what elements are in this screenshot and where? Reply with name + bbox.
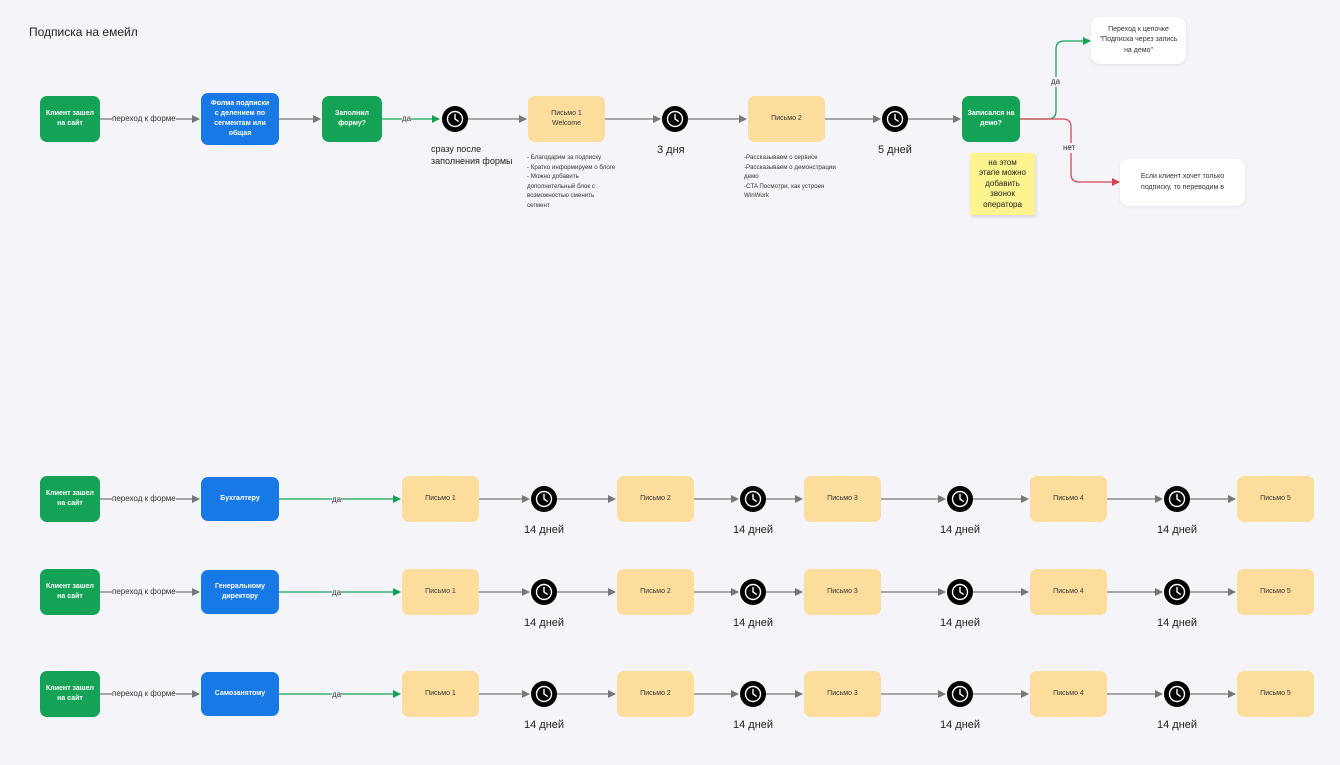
- letter-node[interactable]: Письмо 3: [804, 476, 881, 522]
- no-target-node[interactable]: Если клиент хочет только подписку, то пе…: [1120, 159, 1245, 206]
- letter-node[interactable]: Письмо 2: [617, 671, 694, 717]
- clock-hands: [744, 685, 762, 703]
- letter-1-node[interactable]: Письмо 1 Welcome: [528, 96, 605, 142]
- letter-node[interactable]: Письмо 2: [617, 476, 694, 522]
- clock-hands: [535, 583, 553, 601]
- delay-label: 14 дней: [940, 617, 981, 629]
- edge-label-no-branch: нет: [1063, 143, 1076, 153]
- clock-hands: [446, 110, 464, 128]
- clock-icon: [662, 106, 688, 132]
- letter-node[interactable]: Письмо 1: [402, 671, 479, 717]
- delay-label: 14 дней: [940, 719, 981, 731]
- letter-2-node[interactable]: Письмо 2: [748, 96, 825, 142]
- segment-node[interactable]: Самозанятому: [201, 672, 279, 716]
- clock-hands: [744, 490, 762, 508]
- delay-label: 14 дней: [733, 524, 774, 536]
- clock-icon: [947, 486, 973, 512]
- letter-node[interactable]: Письмо 4: [1030, 671, 1107, 717]
- clock-hands: [951, 490, 969, 508]
- clock-hands: [886, 110, 904, 128]
- clock-icon: [531, 579, 557, 605]
- clock-icon: [947, 579, 973, 605]
- delay-label: 14 дней: [1157, 719, 1198, 731]
- edge-label-yes-branch: да: [1051, 77, 1061, 87]
- letter-node[interactable]: Письмо 2: [617, 569, 694, 615]
- edge-label-to-form: переход к форме: [112, 114, 176, 124]
- letter-node[interactable]: Письмо 4: [1030, 569, 1107, 615]
- delay-label: 14 дней: [733, 719, 774, 731]
- clock-icon: [740, 681, 766, 707]
- clock-icon: [442, 106, 468, 132]
- letter-node[interactable]: Письмо 4: [1030, 476, 1107, 522]
- letter-node[interactable]: Письмо 5: [1237, 476, 1314, 522]
- form-node[interactable]: Фолма подписки с делением по сегментам и…: [201, 93, 279, 145]
- delay-label: 5 дней: [878, 144, 912, 156]
- filled-question-node[interactable]: Заполнил форму?: [322, 96, 382, 142]
- clock-hands: [1168, 583, 1186, 601]
- edge-label-yes: да: [332, 495, 342, 505]
- clock-hands: [951, 583, 969, 601]
- page-title: Подписка на емейл: [29, 25, 138, 39]
- delay-label: 14 дней: [524, 524, 565, 536]
- clock-icon: [1164, 579, 1190, 605]
- clock-icon: [740, 579, 766, 605]
- delay-label: 3 дня: [657, 144, 685, 156]
- letter-node[interactable]: Письмо 1: [402, 476, 479, 522]
- letter-1-notes: - Благодарим за подписку - Кратко информ…: [527, 154, 616, 210]
- letter-node[interactable]: Письмо 1: [402, 569, 479, 615]
- letter-node[interactable]: Письмо 5: [1237, 569, 1314, 615]
- clock-caption: сразу после заполнения формы: [431, 144, 513, 167]
- clock-hands: [1168, 490, 1186, 508]
- delay-label: 14 дней: [1157, 617, 1198, 629]
- clock-hands: [744, 583, 762, 601]
- letter-node[interactable]: Письмо 3: [804, 569, 881, 615]
- clock-hands: [535, 685, 553, 703]
- clock-hands: [666, 110, 684, 128]
- clock-hands: [1168, 685, 1186, 703]
- clock-icon: [1164, 681, 1190, 707]
- start-node[interactable]: Клиент зашел на сайт: [40, 671, 100, 717]
- clock-hands: [951, 685, 969, 703]
- edge-label-yes: да: [332, 690, 342, 700]
- demo-question-node[interactable]: Записался на демо?: [962, 96, 1020, 142]
- clock-icon: [531, 486, 557, 512]
- yes-target-node[interactable]: Переход к цепочке "Подписка через запись…: [1091, 17, 1186, 64]
- delay-label: 14 дней: [733, 617, 774, 629]
- clock-icon: [1164, 486, 1190, 512]
- clock-icon: [740, 486, 766, 512]
- start-node[interactable]: Клиент зашел на сайт: [40, 476, 100, 522]
- edge-label-yes: да: [402, 114, 412, 124]
- start-node[interactable]: Клиент зашел на сайт: [40, 569, 100, 615]
- edge-label-to-form: переход к форме: [112, 587, 176, 597]
- edge-label-yes: да: [332, 588, 342, 598]
- edge-label-to-form: переход к форме: [112, 494, 176, 504]
- delay-label: 14 дней: [524, 719, 565, 731]
- edge-label-to-form: переход к форме: [112, 689, 176, 699]
- sticky-note: на этом этапе можно добавить звонок опер…: [970, 153, 1035, 215]
- clock-icon: [947, 681, 973, 707]
- segment-node[interactable]: Генеральному директору: [201, 570, 279, 614]
- letter-node[interactable]: Письмо 5: [1237, 671, 1314, 717]
- delay-label: 14 дней: [1157, 524, 1198, 536]
- letter-2-notes: -Рассказываем о сервисе -Рассказываем о …: [744, 154, 836, 200]
- segment-node[interactable]: Бухгалтеру: [201, 477, 279, 521]
- clock-icon: [882, 106, 908, 132]
- letter-node[interactable]: Письмо 3: [804, 671, 881, 717]
- delay-label: 14 дней: [524, 617, 565, 629]
- clock-icon: [531, 681, 557, 707]
- clock-hands: [535, 490, 553, 508]
- delay-label: 14 дней: [940, 524, 981, 536]
- start-node[interactable]: Клиент зашел на сайт: [40, 96, 100, 142]
